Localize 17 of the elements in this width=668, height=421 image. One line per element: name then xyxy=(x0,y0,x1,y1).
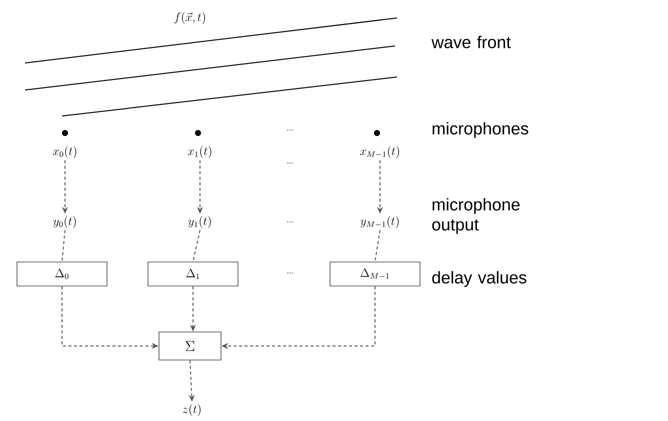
delay-box: $\Delta_1$ xyxy=(148,262,238,286)
signal-label: $x_1(t)$ xyxy=(188,146,212,158)
wave-label: $f(\vec{x},t)$ xyxy=(174,12,206,24)
signal-label: $y_0(t)$ xyxy=(53,216,76,228)
sum-box: $\Sigma$ xyxy=(158,332,222,360)
ellipsis: ... xyxy=(287,272,293,274)
delay-box: $\Delta_{M-1}$ xyxy=(330,262,420,286)
delay-box: $\Delta_0$ xyxy=(16,262,108,286)
signal-label: $x_{M-1}(t)$ xyxy=(360,146,400,158)
signal-label: $y_1(t)$ xyxy=(188,216,211,228)
signal-label: $x_0(t)$ xyxy=(52,146,76,158)
annotation-text: microphones xyxy=(432,122,528,138)
signal-label: $z(t)$ xyxy=(182,404,200,416)
annotation-text: microphone output xyxy=(432,198,520,234)
ellipsis: ... xyxy=(287,162,293,164)
signal-label: $y_{M-1}(t)$ xyxy=(360,216,399,228)
annotation-text: wave front xyxy=(432,36,511,48)
